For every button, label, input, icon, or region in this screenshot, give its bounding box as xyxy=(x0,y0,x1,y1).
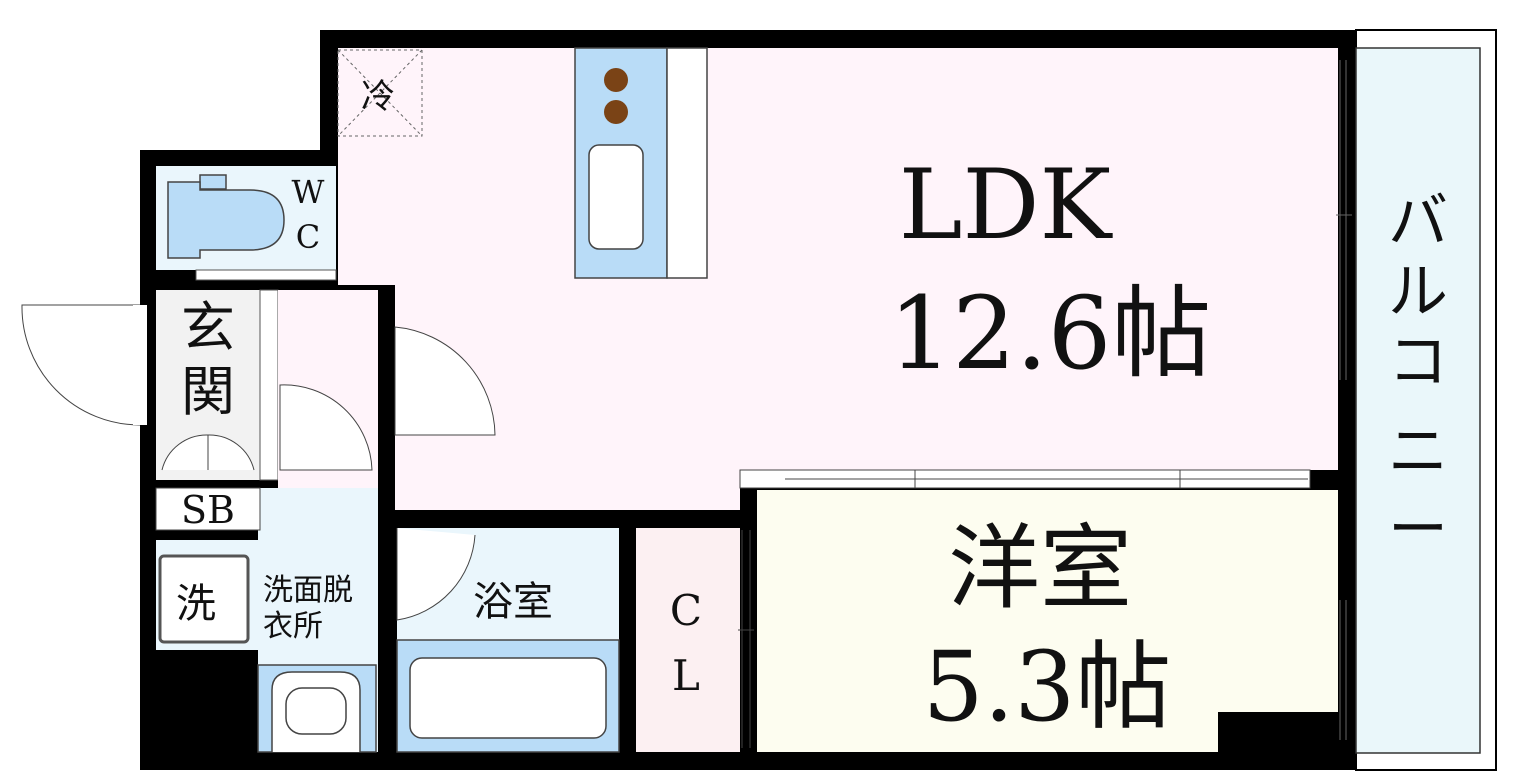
fridge-label: 冷 xyxy=(361,77,395,117)
entrance-char: 関 xyxy=(181,360,235,423)
entrance-label: 玄 関 xyxy=(181,296,235,423)
balcony-label: バ ル コ ニ ー xyxy=(1388,187,1448,565)
western-room xyxy=(739,469,1347,752)
washroom-line: 衣所 xyxy=(263,609,323,644)
closet-char: L xyxy=(672,651,700,700)
stove-burner xyxy=(604,100,628,124)
kitchen-counter xyxy=(574,47,708,279)
wc-char: W xyxy=(292,173,325,211)
washroom-label: 洗面脱 衣所 xyxy=(263,573,353,644)
balcony-char: ニ xyxy=(1388,417,1448,487)
washroom-line: 洗面脱 xyxy=(263,573,353,608)
balcony-char: コ xyxy=(1388,327,1448,397)
wc-char: C xyxy=(296,218,320,256)
western-room-label: 洋室 xyxy=(948,515,1132,622)
bathroom-label: 浴室 xyxy=(473,579,553,625)
ldk-window xyxy=(1336,60,1352,380)
stove-burner xyxy=(604,68,628,92)
wc-label: W C xyxy=(292,173,325,256)
entrance xyxy=(21,289,496,488)
closet-char: C xyxy=(670,586,702,635)
kitchen-sink xyxy=(588,144,644,250)
ldk-size-label: 12.6帖 xyxy=(889,275,1212,392)
balcony-char: ー xyxy=(1388,495,1448,565)
balcony-char: ル xyxy=(1388,257,1448,327)
ldk-label: LDK xyxy=(899,149,1114,261)
bathroom xyxy=(396,528,620,753)
western-room-size-label: 5.3帖 xyxy=(923,631,1172,743)
washing-machine-space xyxy=(158,554,250,644)
washroom xyxy=(156,488,378,753)
shoe-box xyxy=(155,487,261,531)
shoe-box-label: SB xyxy=(181,488,235,532)
bathtub-inner xyxy=(409,657,607,739)
balcony xyxy=(1355,29,1497,771)
entrance-char: 玄 xyxy=(181,296,235,359)
wc xyxy=(156,166,337,281)
balcony-char: バ xyxy=(1388,187,1448,257)
closet xyxy=(636,528,754,752)
fridge-space xyxy=(337,49,423,137)
closet-label: C L xyxy=(670,586,702,700)
washer-label: 洗 xyxy=(176,581,216,627)
toilet-tank xyxy=(199,174,227,190)
